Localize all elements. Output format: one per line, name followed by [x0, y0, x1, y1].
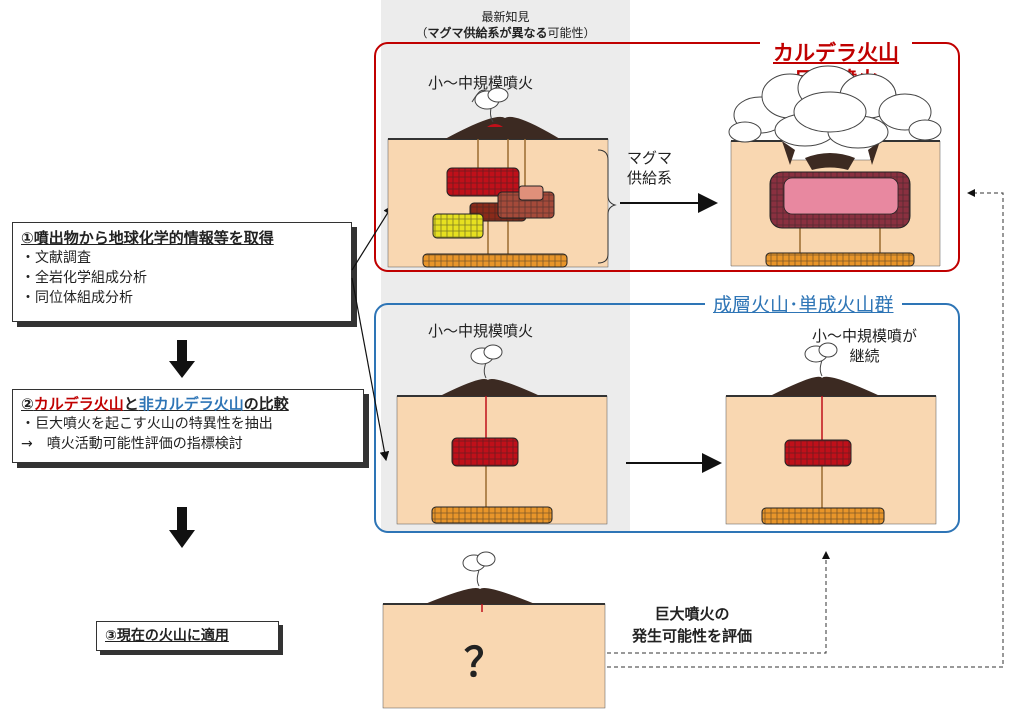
step3-title: ③現在の火山に適用 [105, 628, 229, 644]
step2-box: ②カルデラ火山と非カルデラ火山の比較 ・巨大噴火を起こす火山の特異性を抽出 → … [12, 389, 364, 463]
step1-box: ①噴出物から地球化学的情報等を取得 ・文献調査 ・全岩化学組成分析 ・同位体組成… [12, 222, 352, 322]
strato-right-volcano [725, 342, 937, 525]
step-down-arrow [169, 507, 195, 548]
latest-findings-subtitle: （マグマ供給系が異なる可能性） [415, 26, 596, 40]
arrow-step1-to-caldera [351, 204, 393, 271]
magma-system-bracket [597, 149, 617, 264]
caldera-panel [374, 42, 960, 272]
step1-title: ①噴出物から地球化学的情報等を取得 [21, 229, 274, 247]
step1-item: ・同位体組成分析 [21, 290, 133, 306]
current-question-mark: ？ [464, 640, 504, 686]
evaluate-label: 巨大噴火の 発生可能性を評価 [631, 605, 752, 645]
step3-box: ③現在の火山に適用 [96, 621, 279, 651]
magma-system-label: マグマ 供給系 [627, 149, 673, 187]
step-down-arrow [169, 340, 195, 378]
step2-item: ・巨大噴火を起こす火山の特異性を抽出 [21, 416, 273, 432]
step1-item: ・全岩化学組成分析 [21, 270, 147, 286]
latest-findings-title: 最新知見 [481, 10, 530, 24]
step2-title: ②カルデラ火山と非カルデラ火山の比較 [21, 395, 289, 413]
dashed-arrow-to-caldera [607, 189, 1004, 668]
caldera-left-volcano [387, 87, 609, 268]
current-volcano [382, 551, 606, 709]
step1-item: ・文献調査 [21, 250, 91, 266]
strato-continue-label: 小～中規模噴が 継続 [812, 327, 918, 365]
strato-panel [374, 303, 960, 533]
caldera-eruption-label: 小～中規模噴火 [428, 74, 534, 92]
strato-left-volcano [396, 344, 608, 525]
strato-title: 成層火山･単成火山群 [705, 292, 902, 318]
step2-item: → 噴火活動可能性評価の指標検討 [21, 436, 243, 452]
dashed-arrow-to-strato [607, 551, 830, 654]
arrow-step1-to-strato [351, 277, 390, 462]
strato-eruption-label: 小～中規模噴火 [428, 322, 534, 340]
caldera-right-volcano [728, 65, 942, 267]
